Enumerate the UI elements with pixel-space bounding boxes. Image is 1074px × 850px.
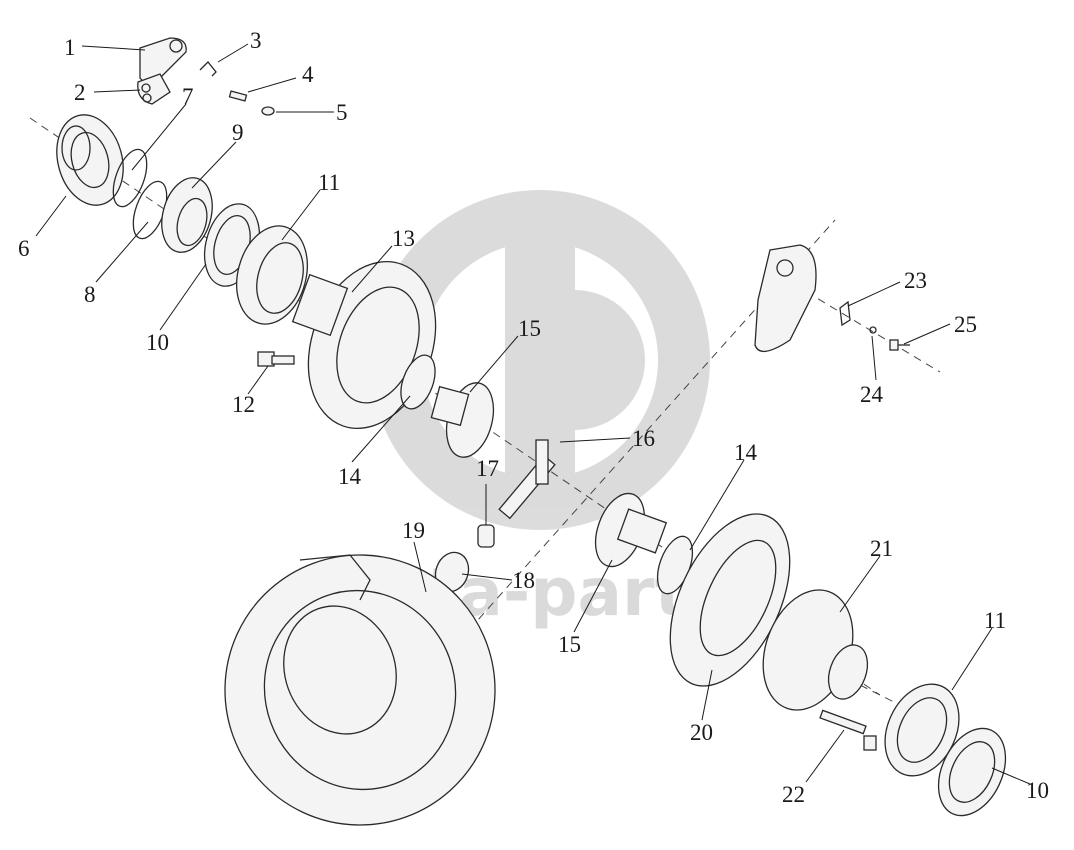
callout-23: 23: [904, 268, 927, 293]
part-side-gear: [430, 382, 495, 458]
part-spacer: [477, 524, 495, 548]
callout-17: 17: [476, 456, 499, 481]
callout-13: 13: [392, 226, 415, 251]
part-screw: [889, 339, 910, 351]
part-housing: [224, 554, 496, 826]
callout-6: 6: [18, 236, 30, 261]
part-bolt: [819, 709, 877, 751]
part-cross-shaft: [498, 439, 556, 520]
leader-lines: [35, 43, 1031, 785]
part-snap-ring: [112, 148, 148, 208]
part-bearing-nut: [937, 727, 1007, 817]
part-differential-case: [762, 589, 869, 711]
callout-7: 7: [182, 84, 194, 109]
part-bushing: [261, 106, 275, 116]
part-bearing: [884, 683, 960, 777]
callout-10: 10: [1026, 778, 1049, 803]
callout-10: 10: [146, 330, 169, 355]
callout-5: 5: [336, 100, 348, 125]
callout-16: 16: [632, 426, 655, 451]
callout-9: 9: [232, 120, 244, 145]
part-clip: [839, 300, 851, 327]
part-bolt: [257, 351, 295, 367]
callout-2: 2: [74, 80, 86, 105]
callout-14: 14: [338, 464, 362, 489]
callout-24: 24: [860, 382, 884, 407]
callout-19: 19: [402, 518, 425, 543]
part-bracket: [754, 244, 817, 352]
callout-1: 1: [64, 35, 76, 60]
callout-4: 4: [302, 62, 314, 87]
part-shift-lever: [137, 37, 187, 105]
part-pin: [228, 90, 248, 102]
part-shift-sleeve: [56, 114, 124, 206]
callout-12: 12: [232, 392, 255, 417]
callout-8: 8: [84, 282, 96, 307]
part-clip: [199, 61, 217, 77]
part-splined-gear: [161, 177, 213, 253]
callout-3: 3: [250, 28, 262, 53]
callout-15: 15: [518, 316, 541, 341]
part-bearing: [236, 225, 308, 325]
callout-14: 14: [734, 440, 758, 465]
callout-11: 11: [318, 170, 340, 195]
callout-20: 20: [690, 720, 713, 745]
callout-22: 22: [782, 782, 805, 807]
callout-15: 15: [558, 632, 581, 657]
callout-18: 18: [512, 568, 535, 593]
part-thrust-washer: [400, 354, 436, 410]
callout-11: 11: [984, 608, 1006, 633]
part-side-gear: [594, 492, 668, 568]
callout-25: 25: [954, 312, 977, 337]
callout-21: 21: [870, 536, 893, 561]
part-pin: [869, 326, 877, 334]
